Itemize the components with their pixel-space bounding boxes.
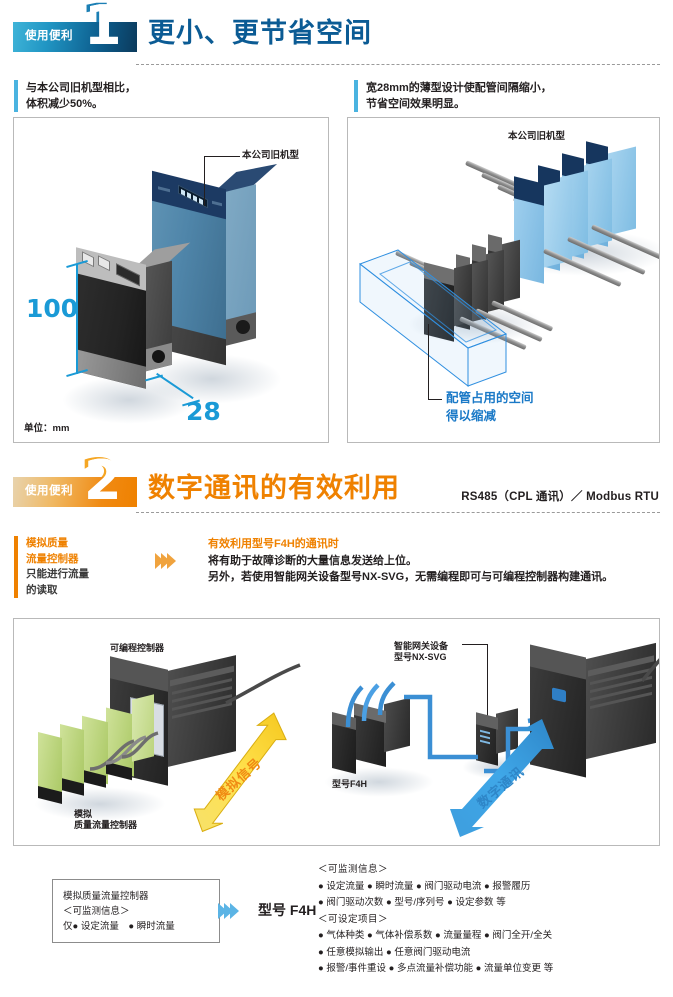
s2-right-line-1: 将有助于故障诊断的大量信息发送给上位。	[208, 554, 417, 567]
s2-left-dark-2: 的读取	[26, 583, 58, 596]
analog-signal-arrow	[193, 712, 287, 833]
callout-old-model-label: 本公司旧机型	[242, 150, 300, 161]
settable-list-row-2: ● 任意模拟输出 ● 任意阀门驱动电流	[318, 946, 471, 958]
arrow-chevrons-bottom	[218, 903, 239, 919]
s2-right-heading: 有效利用型号F4H的通讯时	[208, 538, 339, 550]
piping-callout-leader	[428, 324, 430, 400]
section-1-lead-right: 宽28mm的薄型设计使配管间隔缩小， 节省空间效果明显。	[354, 80, 552, 112]
size-comparison-panel: 100 28 本公司旧机型 单位：mm	[13, 117, 329, 443]
piping-space-panel: 本公司旧机型	[347, 117, 660, 443]
communication-diagram-panel: 可编程控制器 模拟 质量流量控制器	[13, 618, 660, 846]
plc-label-left: 可编程控制器	[110, 643, 165, 653]
plc-power-cable-right	[642, 658, 659, 683]
section-1-number: 1	[84, 0, 122, 57]
new-model-port	[152, 350, 165, 363]
section-2-protocols: RS485（CPL 通讯）／ Modbus RTU	[461, 491, 659, 503]
section-1-badge: 使用便利	[13, 22, 137, 52]
f4h-device-label: 型号F4H	[332, 779, 368, 789]
piping-callout-line-1: 配管占用的空间	[446, 391, 534, 405]
s2-right-line-2: 另外，若使用智能网关设备型号NX-SVG，无需编程即可与可编程控制器构建通讯。	[208, 571, 614, 583]
dimension-label-height: 100	[26, 294, 79, 323]
chevron-icon-3	[167, 553, 176, 569]
callout-leader-vertical	[204, 156, 206, 206]
section-2-badge: 使用便利	[13, 477, 137, 507]
right-panel-old-model-label: 本公司旧机型	[508, 131, 566, 142]
chevron-icon-1	[155, 553, 164, 569]
settable-list-title: ＜可设定项目＞	[318, 913, 389, 925]
section-2-number: 2	[84, 449, 122, 512]
piping-callout-line-2: 得以缩减	[446, 409, 497, 423]
new-model-device	[76, 242, 191, 404]
s2-left-org-1: 模拟质量	[26, 537, 68, 549]
chevron-icon-2	[161, 553, 170, 569]
new-model-rj45-port-1	[82, 251, 94, 268]
s2-left-org-2: 流量控制器	[26, 552, 79, 565]
new-model-dsub-connector	[116, 263, 140, 287]
callout-leader-horizontal	[204, 156, 240, 158]
analog-capability-box: 模拟质量流量控制器 ＜可监测信息＞ 仅● 设定流量 ● 瞬时流量	[52, 879, 220, 943]
shadow-f4h	[324, 767, 434, 797]
section-1-divider	[136, 64, 660, 65]
gateway-callout-v	[487, 644, 489, 716]
lead-right-line-2: 节省空间效果明显。	[366, 98, 465, 110]
section-2-header: 2 使用便利 2 数字通讯的有效利用 RS485（CPL 通讯）／ Modbus…	[0, 449, 673, 515]
gateway-label-line-1: 智能网关设备	[394, 641, 449, 651]
chevron-blue-icon-2	[224, 903, 233, 919]
settable-list-row-1: ● 气体种类 ● 气体补偿系数 ● 流量量程 ● 阀门全开/全关	[318, 930, 553, 941]
monitor-list-title: ＜可监测信息＞	[318, 864, 389, 875]
unit-note: 单位：mm	[24, 423, 70, 434]
arrow-chevrons-lead	[155, 553, 176, 569]
section-2-divider	[136, 512, 660, 513]
f4h-ethernet-cables	[345, 681, 396, 728]
old-model-port	[236, 320, 250, 334]
section-2-lead-left: 模拟质量 流量控制器 只能进行流量 的读取	[14, 536, 89, 598]
section-2-lead-right: 有效利用型号F4H的通讯时 将有助于故障诊断的大量信息发送给上位。 另外，若使用…	[208, 536, 613, 586]
analog-cables	[89, 731, 159, 771]
gateway-callout-h	[462, 644, 488, 646]
section-1-title: 更小、更节省空间	[148, 18, 372, 48]
monitor-list-row-2: ● 阀门驱动次数 ● 型号/序列号 ● 设定参数 等	[318, 897, 506, 908]
new-model-rj45-port-2	[98, 255, 110, 272]
piping-volume-wireframe	[358, 249, 508, 388]
f4h-model-label: 型号 F4H	[258, 902, 317, 918]
infobox-line-2: ＜可监测信息＞	[63, 906, 130, 917]
f4h-capability-lists: ＜可监测信息＞ ● 设定流量 ● 瞬时流量 ● 阀门驱动电流 ● 报警履历 ● …	[318, 862, 663, 978]
dimension-line-height	[76, 264, 78, 374]
digital-comm-arrow	[450, 719, 554, 837]
section-1-header: 1 使用便利 1 更小、更节省空间	[0, 0, 673, 65]
chevron-blue-icon-3	[230, 903, 239, 919]
infobox-line-3: 仅● 设定流量 ● 瞬时流量	[63, 921, 175, 932]
lead-left-line-2: 体积减少50%。	[26, 98, 104, 110]
section-1-lead-left: 与本公司旧机型相比， 体积减少50%。	[14, 80, 136, 112]
section-1-badge-label: 使用便利	[25, 30, 73, 43]
mfc-label-line-1: 模拟	[74, 809, 93, 819]
section-2-title: 数字通讯的有效利用	[148, 473, 400, 503]
chevron-blue-icon-1	[218, 903, 227, 919]
gateway-label-line-2: 型号NX-SVG	[394, 652, 447, 662]
section-2-badge-label: 使用便利	[25, 485, 73, 498]
settable-list-row-3: ● 报警/事件重设 ● 多点流量补偿功能 ● 流量单位变更 等	[318, 963, 554, 974]
lead-left-line-1: 与本公司旧机型相比，	[26, 82, 136, 94]
monitor-list-row-1: ● 设定流量 ● 瞬时流量 ● 阀门驱动电流 ● 报警履历	[318, 880, 531, 892]
piping-callout-leader-h	[428, 399, 442, 401]
infobox-line-1: 模拟质量流量控制器	[63, 891, 149, 902]
old-model-device	[152, 164, 278, 376]
mfc-label-line-2: 质量流量控制器	[74, 820, 138, 830]
plc-power-cable-left	[225, 663, 301, 705]
dimension-label-width: 28	[186, 397, 221, 426]
s2-left-dark-1: 只能进行流量	[26, 568, 89, 580]
lead-right-line-1: 宽28mm的薄型设计使配管间隔缩小，	[366, 82, 552, 94]
